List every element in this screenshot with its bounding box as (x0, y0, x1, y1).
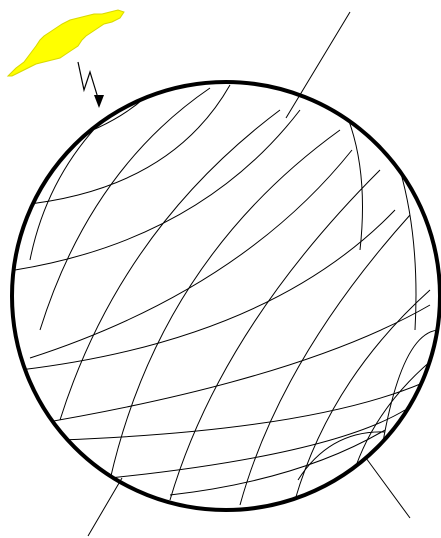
axis-line-bottom-left (88, 478, 122, 536)
yellow-landmass (8, 10, 124, 76)
lightning-arrow (78, 62, 98, 98)
lightning-arrowhead (94, 95, 104, 108)
sphere-fill (12, 82, 440, 510)
axis-line-bottom-right (366, 458, 410, 518)
